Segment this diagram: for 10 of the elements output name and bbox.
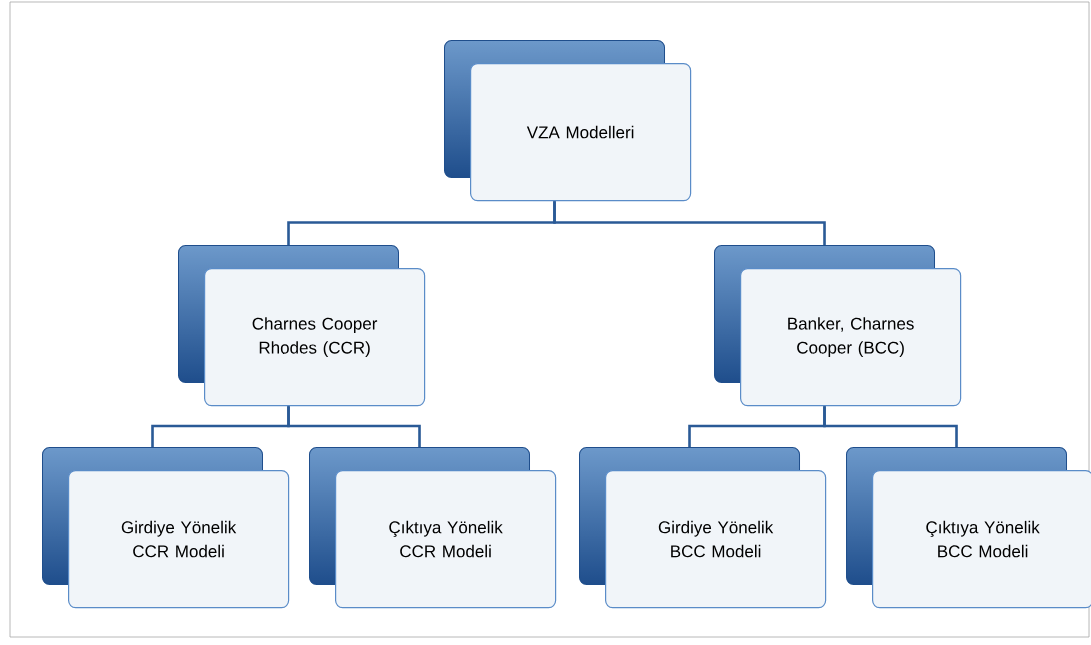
stacked-box: Girdiye Yönelik BCC Modeli [579, 447, 827, 609]
stacked-box: Charnes Cooper Rhodes (CCR) [178, 245, 426, 407]
stacked-box: Girdiye Yönelik CCR Modeli [42, 447, 290, 609]
stacked-box: Çıktıya Yönelik BCC Modeli [846, 447, 1091, 609]
connector [823, 406, 958, 447]
connector [553, 201, 826, 245]
stacked-box: Çıktıya Yönelik CCR Modeli [309, 447, 557, 609]
stacked-box: Banker, Charnes Cooper (BCC) [714, 245, 962, 407]
connector [287, 406, 421, 447]
stacked-box: VZA Modelleri [444, 40, 692, 202]
